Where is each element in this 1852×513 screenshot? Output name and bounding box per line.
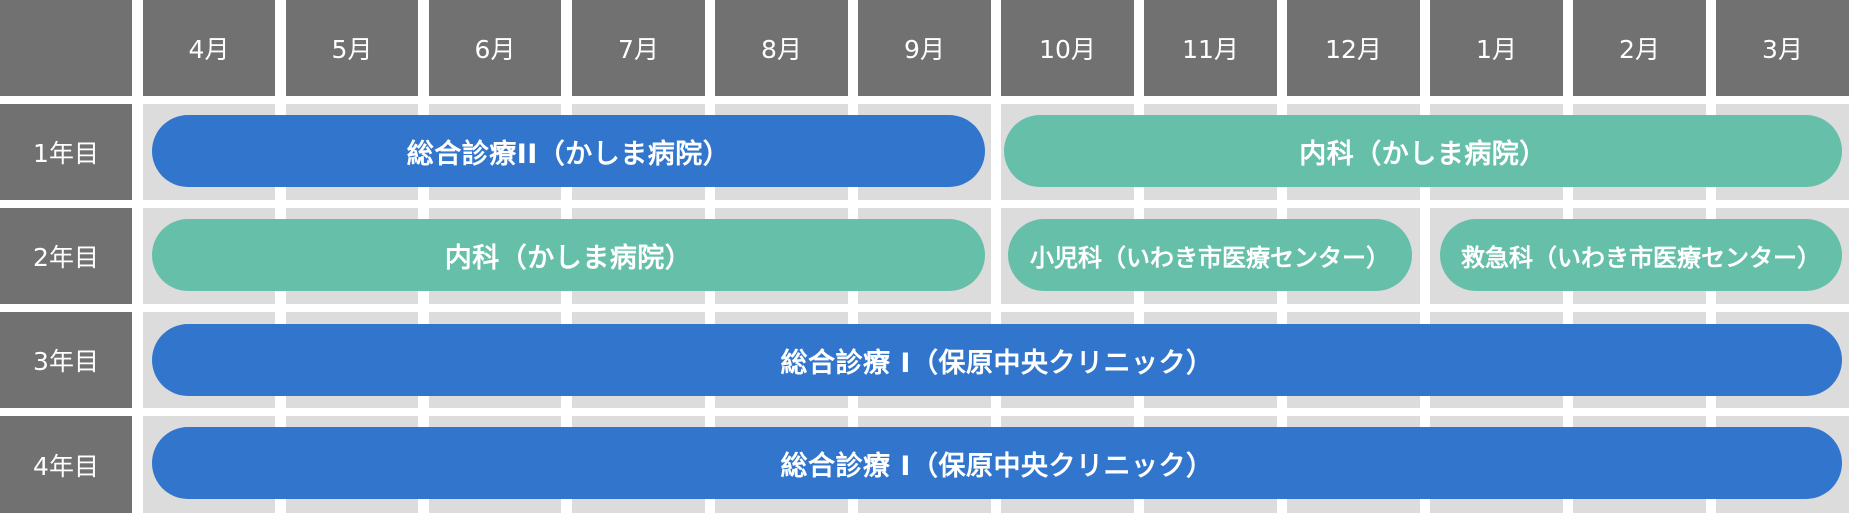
- month-header-aug: 8月: [715, 0, 848, 96]
- month-header-oct: 10月: [1001, 0, 1134, 96]
- rotation-bar-emergency-iwaki: 救急科（いわき市医療センター）: [1440, 219, 1842, 291]
- month-header-mar: 3月: [1716, 0, 1849, 96]
- month-header-jan: 1月: [1430, 0, 1563, 96]
- rotation-bar-internal-medicine-kashima: 内科（かしま病院）: [1004, 115, 1842, 187]
- row-label-year-1: 1年目: [0, 104, 132, 200]
- rotation-bar-pediatrics-iwaki: 小児科（いわき市医療センター）: [1008, 219, 1412, 291]
- month-header-feb: 2月: [1573, 0, 1706, 96]
- month-header-jul: 7月: [572, 0, 705, 96]
- month-header-dec: 12月: [1287, 0, 1420, 96]
- month-header-may: 5月: [286, 0, 418, 96]
- rotation-bar-internal-medicine-kashima: 内科（かしま病院）: [152, 219, 985, 291]
- rotation-bar-general-medicine-2-kashima: 総合診療II（かしま病院）: [152, 115, 985, 187]
- row-label-year-3: 3年目: [0, 312, 132, 408]
- month-header-jun: 6月: [429, 0, 561, 96]
- month-header-nov: 11月: [1144, 0, 1277, 96]
- rotation-bar-general-medicine-1-hobara: 総合診療 I（保原中央クリニック）: [152, 324, 1842, 396]
- row-label-year-4: 4年目: [0, 416, 132, 513]
- row-label-year-2: 2年目: [0, 208, 132, 304]
- rotation-bar-general-medicine-1-hobara: 総合診療 I（保原中央クリニック）: [152, 427, 1842, 499]
- month-header-apr: 4月: [143, 0, 275, 96]
- header-corner: [0, 0, 132, 96]
- month-header-sep: 9月: [858, 0, 991, 96]
